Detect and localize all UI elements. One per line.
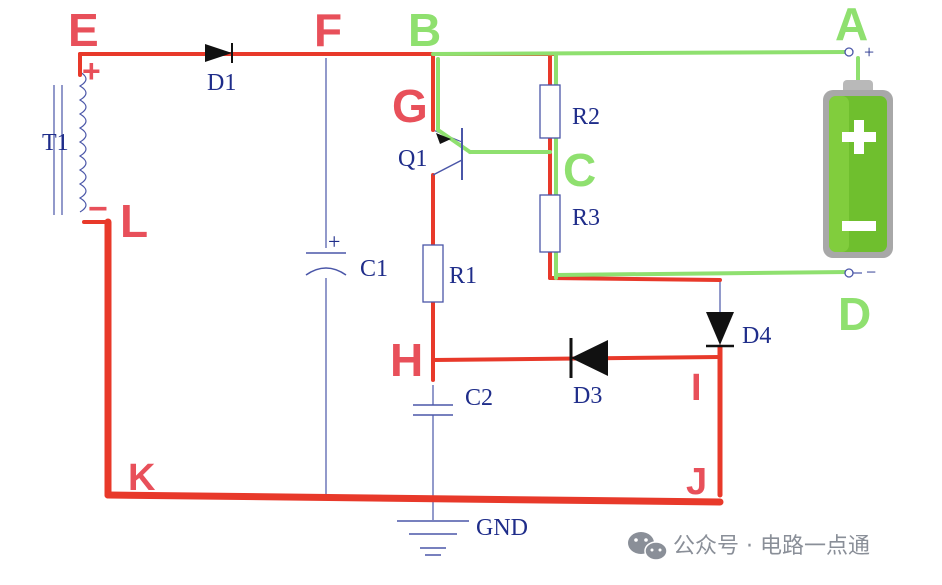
watermark: 公众号 · 电路一点通 (628, 532, 870, 561)
terminal-d-minus: − (866, 262, 876, 282)
green-charge-path (431, 50, 860, 280)
ground-symbol (397, 520, 469, 556)
terminal-d (844, 268, 854, 278)
terminal-a (844, 47, 854, 57)
node-label-d: D (838, 288, 871, 340)
resistor-r2 (539, 84, 561, 139)
node-label-e: E (68, 4, 99, 56)
transformer-t1 (53, 71, 87, 215)
label-c1: C1 (360, 256, 388, 282)
capacitor-c2 (413, 404, 453, 416)
label-d4: D4 (742, 323, 771, 349)
label-r2: R2 (572, 104, 600, 130)
t1-minus-mark: − (88, 190, 108, 228)
red-current-path (78, 52, 724, 506)
label-r3: R3 (572, 205, 600, 231)
diode-d3 (569, 338, 608, 378)
node-label-h: H (390, 334, 423, 386)
resistor-r1 (422, 244, 444, 303)
label-r1: R1 (449, 263, 477, 289)
node-label-g: G (392, 80, 428, 132)
capacitor-c1 (305, 252, 347, 276)
node-label-f: F (314, 4, 342, 56)
resistor-r3 (539, 194, 561, 253)
c1-plus-mark: + (328, 229, 340, 254)
diode-d4 (706, 312, 734, 348)
node-label-a: A (835, 0, 868, 50)
node-label-j: J (686, 461, 707, 503)
label-q1: Q1 (398, 146, 427, 172)
node-label-k: K (128, 457, 156, 499)
diode-d1 (205, 43, 233, 63)
watermark-text: 公众号 · 电路一点通 (673, 534, 870, 559)
battery-icon (823, 80, 893, 258)
label-gnd: GND (476, 515, 528, 541)
wechat-icon (628, 532, 668, 561)
label-c2: C2 (465, 385, 493, 411)
label-t1: T1 (42, 130, 69, 156)
label-d1: D1 (207, 70, 236, 96)
node-label-i: I (691, 367, 702, 409)
node-label-l: L (120, 195, 148, 247)
t1-plus-mark: + (82, 53, 101, 89)
node-label-b: B (408, 4, 441, 56)
label-d3: D3 (573, 383, 602, 409)
terminal-a-plus: + (864, 42, 874, 62)
node-label-c: C (563, 144, 596, 196)
transistor-q1 (432, 128, 463, 180)
